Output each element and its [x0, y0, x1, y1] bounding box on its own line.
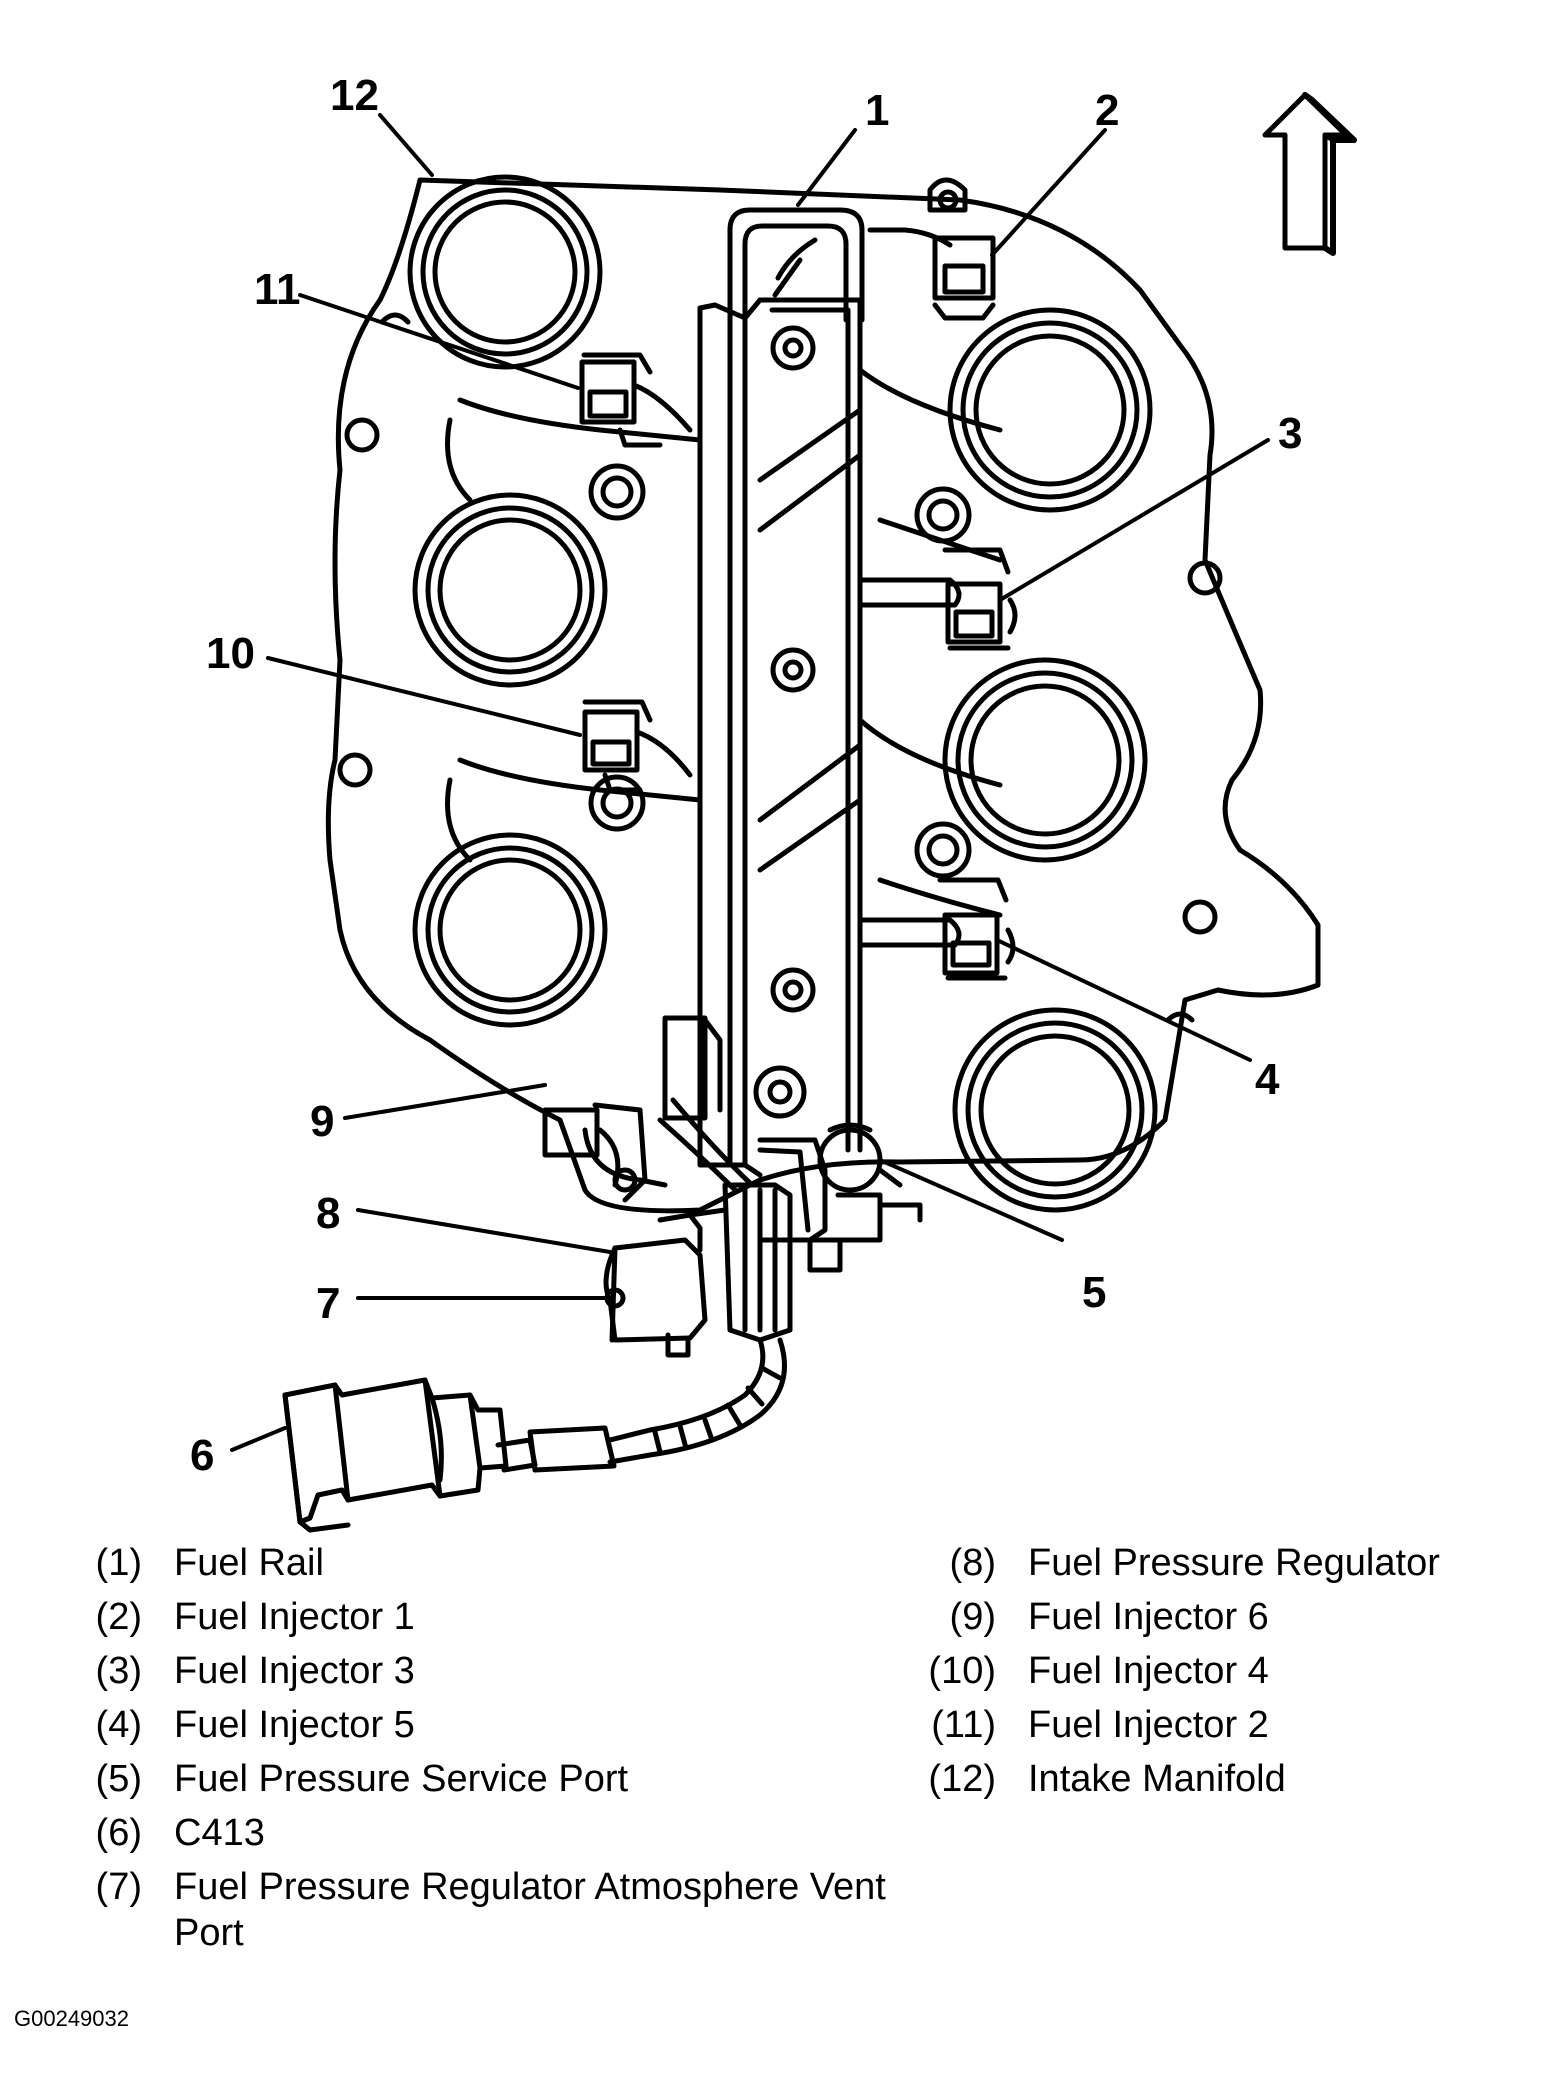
- fuel-injector-5-connector: [937, 877, 1016, 981]
- leader-5: [878, 1158, 1064, 1242]
- leader-4: [995, 938, 1252, 1062]
- legend-right: (8) Fuel Pressure Regulator (9) Fuel Inj…: [916, 1540, 1440, 1810]
- callout-7: 7: [316, 1279, 340, 1328]
- legend-item-8: (8) Fuel Pressure Regulator: [916, 1540, 1440, 1586]
- legend-left: (1) Fuel Rail (2) Fuel Injector 1 (3) Fu…: [84, 1540, 934, 1964]
- manifold-web: [457, 397, 703, 443]
- intake-manifold-outline: [325, 177, 1321, 1214]
- callout-2: 2: [1095, 86, 1119, 135]
- legend-item-3: (3) Fuel Injector 3: [84, 1648, 934, 1694]
- legend-item-2: (2) Fuel Injector 1: [84, 1594, 934, 1640]
- leader-8: [356, 1208, 612, 1254]
- legend-number: (9): [949, 1596, 996, 1638]
- callout-3: 3: [1278, 409, 1302, 458]
- legend-label: C413: [174, 1812, 265, 1854]
- legend-label: Fuel Pressure Service Port: [174, 1758, 629, 1800]
- legend-item-4: (4) Fuel Injector 5: [84, 1702, 934, 1748]
- mount-hole: [1187, 560, 1223, 596]
- bolt-boss: [914, 486, 972, 544]
- legend-item-11: (11) Fuel Injector 2: [916, 1702, 1440, 1748]
- bolt-boss: [588, 774, 646, 832]
- fuel-injector-4-connector: [582, 699, 693, 793]
- mount-hole: [1182, 899, 1218, 935]
- figure-id: G00249032: [14, 2006, 129, 2031]
- intake-port-left-2: [412, 492, 608, 688]
- leader-1: [796, 128, 857, 207]
- legend-label: Intake Manifold: [1028, 1758, 1286, 1800]
- fuel-rail: [697, 207, 1003, 1178]
- legend-number: (1): [95, 1542, 142, 1584]
- legend-item-10: (10) Fuel Injector 4: [916, 1648, 1440, 1694]
- legend-number: (10): [928, 1650, 996, 1692]
- intake-port-right-3: [952, 1007, 1158, 1213]
- leader-10: [266, 656, 582, 737]
- legend-number: (2): [95, 1596, 142, 1638]
- legend-item-9: (9) Fuel Injector 6: [916, 1594, 1440, 1640]
- callout-8: 8: [316, 1189, 340, 1238]
- legend-label: Fuel Injector 4: [1028, 1650, 1269, 1692]
- callout-11: 11: [254, 265, 301, 314]
- intake-port-right-1: [947, 307, 1153, 513]
- legend-number: (12): [928, 1758, 996, 1800]
- callout-1: 1: [865, 86, 889, 135]
- legend-label: Fuel Injector 5: [174, 1704, 415, 1746]
- legend-label: Fuel Injector 1: [174, 1596, 415, 1638]
- leader-9: [343, 1083, 547, 1120]
- leader-12: [378, 113, 434, 177]
- manifold-web: [457, 757, 703, 803]
- mount-notch: [379, 312, 411, 325]
- legend-item-5: (5) Fuel Pressure Service Port: [84, 1756, 934, 1802]
- mount-notch: [1165, 1011, 1195, 1023]
- callout-12: 12: [330, 71, 379, 120]
- legend-label: Fuel Pressure Regulator: [1028, 1542, 1440, 1584]
- legend-item-7: (7) Fuel Pressure Regulator Atmosphere V…: [84, 1864, 934, 1956]
- callout-9: 9: [310, 1097, 334, 1146]
- leader-2: [990, 128, 1107, 257]
- legend-number: (8): [949, 1542, 996, 1584]
- callout-10: 10: [206, 629, 255, 678]
- legend-number: (7): [95, 1866, 142, 1908]
- fuel-injector-2-connector: [579, 352, 693, 448]
- intake-port-left-1: [407, 174, 603, 370]
- callout-5: 5: [1082, 1268, 1106, 1317]
- legend-number: (3): [95, 1650, 142, 1692]
- legend-item-12: (12) Intake Manifold: [916, 1756, 1440, 1802]
- legend-item-1: (1) Fuel Rail: [84, 1540, 934, 1586]
- up-arrow-icon: [1262, 92, 1357, 256]
- legend-label: Fuel Injector 3: [174, 1650, 415, 1692]
- mount-hole: [344, 417, 380, 453]
- callout-leaders: [230, 113, 1270, 1452]
- legend-label: Fuel Rail: [174, 1542, 324, 1584]
- leader-11: [298, 293, 580, 390]
- legend-number: (4): [95, 1704, 142, 1746]
- bolt-boss: [588, 463, 646, 521]
- c413-connector: [282, 1377, 509, 1533]
- wiring-harness: [495, 1097, 787, 1473]
- fuel-injector-1-connector: [867, 177, 996, 321]
- leader-6: [230, 1426, 287, 1452]
- legend-number: (5): [95, 1758, 142, 1800]
- legend-item-6: (6) C413: [84, 1810, 934, 1856]
- fuel-pressure-regulator: [603, 1137, 923, 1358]
- legend-label: Fuel Injector 2: [1028, 1704, 1269, 1746]
- callout-numbers: 1 2 3 4 5 6 7 8 9 10 11 12: [190, 71, 1302, 1480]
- manifold-web: [877, 877, 1003, 918]
- legend-label: Fuel Pressure Regulator Atmosphere Vent …: [174, 1866, 886, 1954]
- callout-4: 4: [1255, 1055, 1280, 1104]
- legend-number: (11): [931, 1704, 996, 1746]
- legend-number: (6): [95, 1812, 142, 1854]
- bolt-boss: [914, 821, 972, 879]
- intake-port-right-2: [942, 657, 1148, 863]
- leader-3: [998, 438, 1270, 602]
- intake-port-left-3: [412, 832, 608, 1028]
- callout-6: 6: [190, 1431, 214, 1480]
- manifold-web: [445, 777, 473, 863]
- manifold-web: [445, 417, 473, 503]
- legend-label: Fuel Injector 6: [1028, 1596, 1269, 1638]
- mount-hole: [337, 752, 373, 788]
- fuel-injector-3-connector: [942, 547, 1018, 651]
